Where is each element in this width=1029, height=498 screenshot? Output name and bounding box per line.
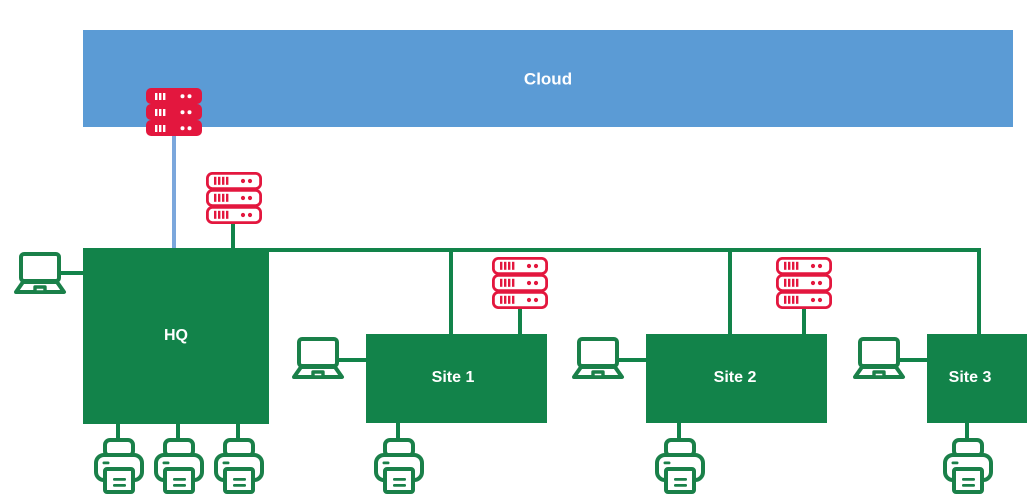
laptop-icon[interactable] xyxy=(14,252,66,294)
hq-node[interactable]: HQ xyxy=(83,249,269,424)
cloud-label: Cloud xyxy=(524,69,572,88)
server-rack-icon xyxy=(146,104,202,120)
site2-node[interactable]: Site 2 xyxy=(646,334,827,423)
cloud-node[interactable]: Cloud xyxy=(83,30,1013,127)
printer-icon[interactable] xyxy=(94,438,144,494)
printer-icon[interactable] xyxy=(655,438,705,494)
laptop-icon[interactable] xyxy=(572,337,624,379)
site1-label: Site 1 xyxy=(432,369,475,386)
site3-label: Site 3 xyxy=(949,369,992,386)
site1-box-rect xyxy=(366,334,547,423)
server-rack-icon xyxy=(205,171,263,191)
cloud-band-rect xyxy=(83,30,1013,127)
printer-icon[interactable] xyxy=(374,438,424,494)
site2-label: Site 2 xyxy=(714,369,757,386)
site3-box-rect xyxy=(927,334,1027,423)
server-rack-icon xyxy=(205,188,263,208)
server-rack-icon xyxy=(491,256,548,276)
server-rack-icon xyxy=(776,290,832,310)
hq-server[interactable] xyxy=(205,171,263,225)
site2-server[interactable] xyxy=(776,256,832,310)
site3-node[interactable]: Site 3 xyxy=(927,334,1027,423)
server-rack-icon xyxy=(205,205,263,225)
site1-server[interactable] xyxy=(491,256,548,310)
hq-box-rect xyxy=(83,249,269,424)
hq-label: HQ xyxy=(164,327,188,344)
printer-icon[interactable] xyxy=(214,438,264,494)
site2-box-rect xyxy=(646,334,827,423)
site1-node[interactable]: Site 1 xyxy=(366,334,547,423)
printer-icon[interactable] xyxy=(943,438,993,494)
server-rack-icon xyxy=(776,273,832,293)
server-rack-icon xyxy=(491,273,548,293)
server-rack-icon xyxy=(146,88,202,104)
cloud-edge-server[interactable] xyxy=(146,88,202,136)
printer-icon[interactable] xyxy=(154,438,204,494)
server-rack-icon xyxy=(146,120,202,136)
laptop-icon[interactable] xyxy=(853,337,905,379)
server-rack-icon xyxy=(491,290,548,310)
server-rack-icon xyxy=(776,256,832,276)
laptop-icon[interactable] xyxy=(292,337,344,379)
